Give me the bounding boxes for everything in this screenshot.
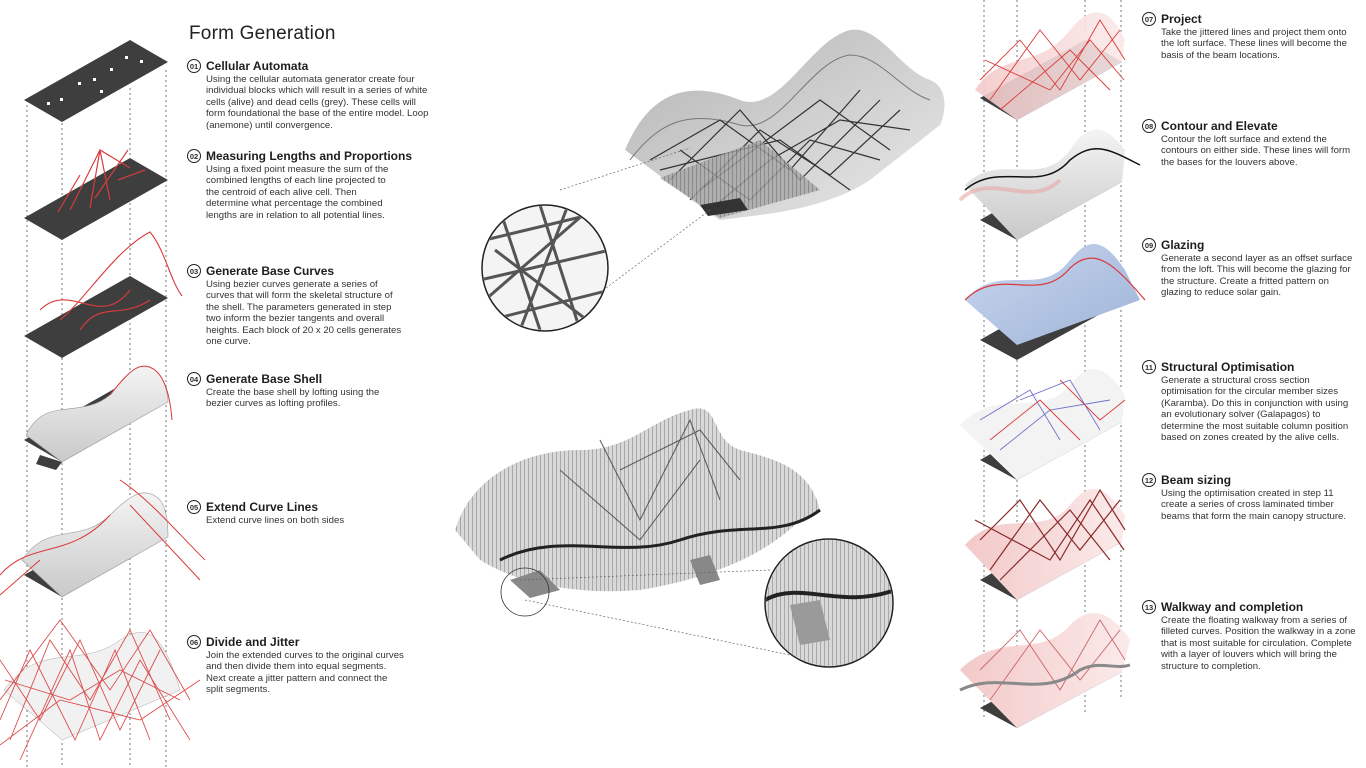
step-06: 06 Divide and Jitter Join the extended cu… (187, 634, 427, 696)
bottom-detail-magnifier (500, 538, 894, 668)
step-number-badge: 01 (187, 59, 201, 73)
step-title: Contour and Elevate (1161, 119, 1278, 133)
step-05: 05 Extend Curve Lines Extend curve lines … (187, 499, 427, 526)
step-description: Generate a structural cross section opti… (1161, 375, 1349, 444)
step-title: Measuring Lengths and Proportions (206, 149, 413, 163)
step-01: 01 Cellular Automata Using the cellular a… (187, 58, 428, 131)
step-number-badge: 12 (1142, 473, 1156, 487)
step-description: Take the jittered lines and project them… (1161, 27, 1347, 61)
step-02: 02 Measuring Lengths and Proportions Usin… (187, 148, 427, 221)
step-title: Generate Base Shell (206, 372, 323, 386)
right-guides (983, 0, 1122, 728)
step-number-badge: 09 (1142, 238, 1156, 252)
step-description: Create the base shell by lofting using t… (206, 387, 380, 410)
step-number-badge: 13 (1142, 600, 1156, 614)
step-04: 04 Generate Base Shell Create the base sh… (187, 371, 427, 410)
step-title: Extend Curve Lines (206, 500, 319, 514)
step-02-lengths-block (24, 149, 168, 240)
page-title: Form Generation (189, 23, 336, 44)
step-11: 11 Structural Optimisation Generate a str… (1142, 359, 1366, 443)
step-number-badge: 11 (1142, 360, 1156, 374)
step-description: Using the cellular automata generator cr… (206, 74, 429, 131)
step-title: Beam sizing (1161, 473, 1232, 487)
step-12-beam-block (965, 488, 1126, 600)
step-number-badge: 08 (1142, 119, 1156, 133)
step-13-walkway-block (959, 613, 1131, 728)
step-number-badge: 04 (187, 372, 201, 386)
step-description: Using bezier curves generate a series of… (206, 279, 402, 348)
step-title: Walkway and completion (1161, 600, 1304, 614)
step-03-curves-block (24, 231, 183, 358)
step-number-badge: 03 (187, 264, 201, 278)
step-title: Cellular Automata (206, 59, 309, 73)
top-structure-model (625, 29, 945, 221)
step-description: Extend curve lines on both sides (206, 515, 345, 526)
step-description: Using a fixed point measure the sum of t… (206, 164, 389, 221)
step-07-project-block (975, 12, 1126, 121)
step-number-badge: 02 (187, 149, 201, 163)
step-01-cells-block (24, 40, 168, 122)
step-title: Glazing (1161, 238, 1205, 252)
step-title: Generate Base Curves (206, 264, 335, 278)
step-04-shell-block (24, 365, 173, 470)
step-number-badge: 05 (187, 500, 201, 514)
step-11-optimisation-block (960, 368, 1126, 480)
step-description: Create the floating walkway from a serie… (1161, 615, 1356, 672)
step-description: Generate a second layer as an offset sur… (1161, 253, 1353, 299)
top-detail-magnifier (481, 147, 711, 332)
step-title: Project (1161, 12, 1202, 26)
step-06-jitter-block (0, 619, 201, 761)
step-05-extend-block (0, 479, 206, 598)
step-12: 12 Beam sizing Using the optimisation cre… (1142, 472, 1366, 522)
step-number-badge: 07 (1142, 12, 1156, 26)
step-title: Divide and Jitter (206, 635, 300, 649)
step-08-contour-block (958, 129, 1141, 240)
step-07: 07 Project Take the jittered lines and pr… (1142, 11, 1366, 61)
step-13: 13 Walkway and completion Create the floa… (1142, 599, 1366, 672)
step-03: 03 Generate Base Curves Using bezier curv… (187, 263, 427, 347)
bottom-structure-model (455, 408, 821, 598)
step-description: Using the optimisation created in step 1… (1161, 488, 1347, 522)
step-description: Join the extended curves to the original… (206, 650, 404, 696)
step-number-badge: 06 (187, 635, 201, 649)
step-title: Structural Optimisation (1161, 360, 1295, 374)
step-09-glazing-block (964, 243, 1146, 360)
step-08: 08 Contour and Elevate Contour the loft s… (1142, 118, 1366, 168)
step-09: 09 Glazing Generate a second layer as an … (1142, 237, 1366, 299)
step-description: Contour the loft surface and extend the … (1161, 134, 1351, 168)
